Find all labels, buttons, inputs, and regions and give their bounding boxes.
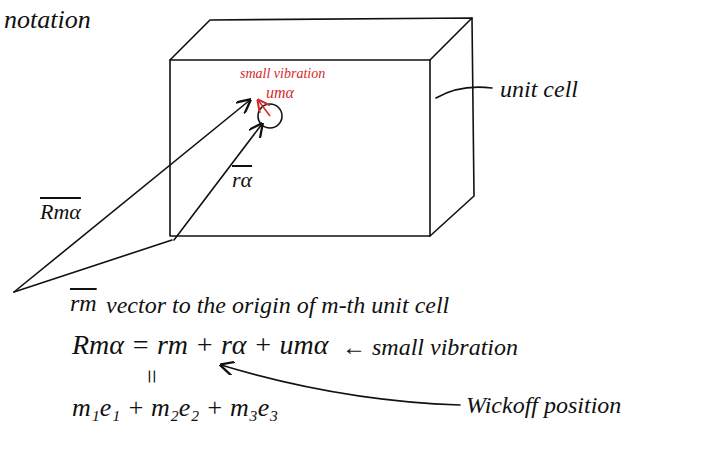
section-title: notation [4,6,91,35]
vibration-arrow [258,100,270,116]
equation: m₁e₁ + m₂e₂ + m₃e₃ [72,394,278,423]
cube-side [430,18,474,236]
equals-sign: = [136,368,165,386]
annotation: ← small vibration [342,334,518,360]
cube-front [170,60,430,236]
vibration-symbol: umα [266,84,294,102]
cube-top [170,18,472,60]
leader-line [436,87,492,98]
vector-R [14,100,250,292]
annotation: Wickoff position [466,392,621,418]
vector-symbol: Rmα [40,200,81,224]
vector-symbol: rα [232,168,252,192]
vector-symbol: rm [70,290,97,316]
part-name: unit cell [500,76,578,102]
description: vector to the origin of m-th unit cell [106,292,449,318]
vector-rm [14,240,172,292]
vibration-note: small vibration [240,66,325,81]
vector-ralpha [174,124,262,240]
equation: Rmα = rm + rα + umα [72,330,328,361]
